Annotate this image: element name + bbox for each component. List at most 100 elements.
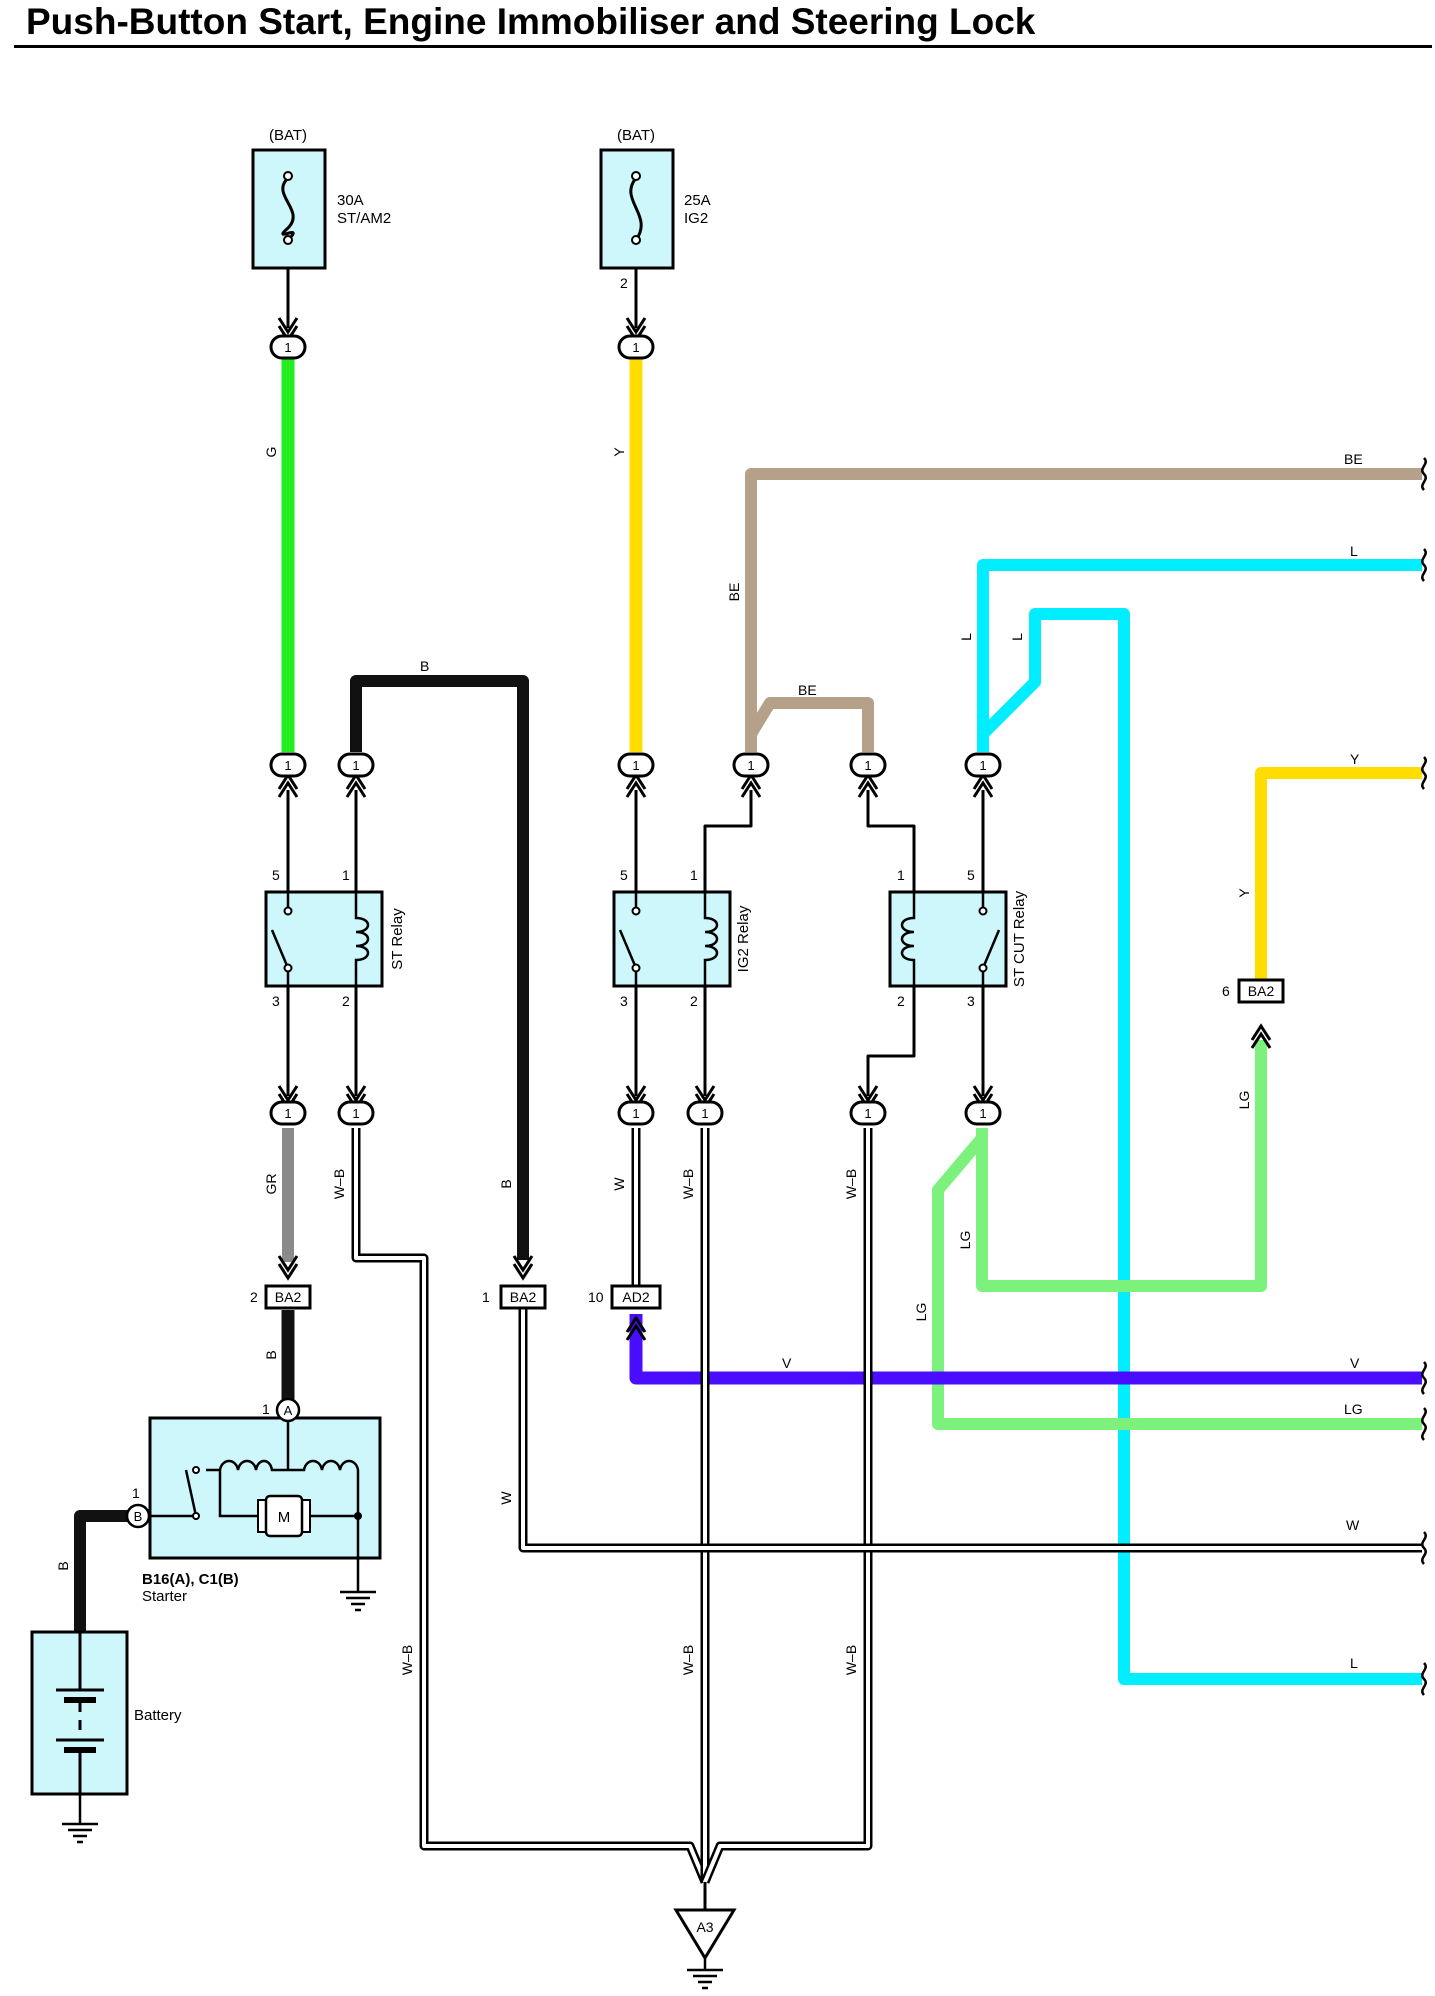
wire-label: LG xyxy=(1236,1091,1252,1110)
wire-end-marks xyxy=(1421,457,1427,1696)
svg-text:3: 3 xyxy=(620,993,628,1009)
junction: 1 xyxy=(269,1100,307,1126)
junction: 1 xyxy=(732,752,770,778)
wire-label: W xyxy=(1346,1517,1360,1533)
wire-label: V xyxy=(782,1355,792,1371)
wire-be-bridge xyxy=(745,697,874,752)
svg-text:BA2: BA2 xyxy=(510,1289,537,1305)
relay-st-cut: 1 5 2 3 ST CUT Relay xyxy=(888,867,1028,1009)
junction: 1 xyxy=(964,752,1002,778)
svg-text:1: 1 xyxy=(284,758,291,773)
battery-label: Battery xyxy=(134,1707,182,1724)
starter-sublabel: Starter xyxy=(142,1588,187,1605)
wire-label: L xyxy=(1009,633,1025,641)
svg-text:1: 1 xyxy=(262,1401,270,1417)
junction: 1 xyxy=(617,752,655,778)
wire-label: LG xyxy=(913,1303,929,1322)
svg-text:1: 1 xyxy=(864,1106,871,1121)
wire-label: L xyxy=(1350,1655,1358,1671)
junction: 1 xyxy=(337,1100,375,1126)
wire-label: W–B xyxy=(399,1645,415,1675)
wire-label: B xyxy=(420,658,429,674)
junction: 1 xyxy=(686,1100,724,1126)
battery: Battery xyxy=(30,1630,182,1844)
wire-label: W–B xyxy=(843,1169,859,1199)
wire-label: W–B xyxy=(331,1169,347,1199)
wire-y-right xyxy=(1255,767,1422,980)
wire-label: W–B xyxy=(680,1169,696,1199)
relay-ig2: 5 1 3 2 IG2 Relay xyxy=(612,867,752,1009)
page-title: Push-Button Start, Engine Immobiliser an… xyxy=(26,1,1036,42)
wire-wb-group xyxy=(351,1128,1422,1884)
svg-text:3: 3 xyxy=(272,993,280,1009)
wire-label: BE xyxy=(726,583,742,602)
wire-be-top xyxy=(745,468,1422,752)
wire-label: W xyxy=(498,1491,514,1505)
svg-text:2: 2 xyxy=(342,993,350,1009)
wire-labels: G Y BE BE BE L L L L Y Y B GR W–B B W W–… xyxy=(55,447,1363,1676)
svg-text:2: 2 xyxy=(250,1289,258,1305)
relay-coil-icon xyxy=(703,892,719,986)
wire-label: W–B xyxy=(680,1645,696,1675)
ground-point-a3: A3 xyxy=(673,1882,737,1990)
wire-label: W–B xyxy=(843,1645,859,1675)
wire-label: LG xyxy=(957,1231,973,1250)
svg-text:1: 1 xyxy=(979,1106,986,1121)
title-underline xyxy=(14,45,1432,48)
wire-label: W xyxy=(611,1177,627,1191)
svg-text:1: 1 xyxy=(632,1106,639,1121)
wire-label: V xyxy=(1350,1355,1360,1371)
relay-coil-icon xyxy=(354,892,370,986)
relay-label: ST Relay xyxy=(389,908,406,970)
wire-l-top xyxy=(977,559,1422,752)
svg-text:1: 1 xyxy=(342,867,350,883)
wire-label: GR xyxy=(263,1174,279,1195)
wire-b-battery xyxy=(74,1510,128,1632)
svg-text:AD2: AD2 xyxy=(622,1289,649,1305)
relay-label: ST CUT Relay xyxy=(1011,890,1028,987)
wire-v xyxy=(629,1314,1422,1385)
wire-lg-loop xyxy=(932,1134,1422,1430)
svg-text:B: B xyxy=(134,1509,143,1524)
wire-label: B xyxy=(263,1350,279,1359)
connector-ba2-right: BA2 6 xyxy=(1222,978,1285,1004)
wire-b-top xyxy=(350,675,529,1260)
junction: 1 xyxy=(269,334,307,360)
fuse-icon xyxy=(629,177,643,241)
junction: 1 xyxy=(269,752,307,778)
wire-lg-right xyxy=(976,1040,1267,1292)
svg-text:1: 1 xyxy=(632,758,639,773)
wire-label: Y xyxy=(1350,751,1360,767)
svg-text:BA2: BA2 xyxy=(275,1289,302,1305)
wire-l-bottom xyxy=(978,608,1422,1685)
svg-text:1: 1 xyxy=(864,758,871,773)
wire-label: B xyxy=(498,1179,514,1188)
fuse-rating: 30A xyxy=(337,192,364,209)
svg-text:1: 1 xyxy=(690,867,698,883)
fuse-pin: 2 xyxy=(620,275,628,291)
svg-text:1: 1 xyxy=(701,1106,708,1121)
relay-st: 5 1 3 2 ST Relay xyxy=(264,867,406,1009)
wire-label: Y xyxy=(1236,888,1252,898)
connector-ba2-left: BA2 2 xyxy=(250,1284,312,1310)
junction: 1 xyxy=(337,752,375,778)
junction: 1 xyxy=(617,1100,655,1126)
svg-text:A: A xyxy=(284,1403,293,1418)
fuse-ig2: (BAT) 25A IG2 2 xyxy=(599,127,711,291)
junctions: 1 1 1 1 1 1 1 1 1 1 1 1 1 1 xyxy=(269,334,1002,1126)
fuse-icon xyxy=(281,176,295,242)
svg-text:1: 1 xyxy=(352,1106,359,1121)
junction: 1 xyxy=(617,334,655,360)
svg-text:5: 5 xyxy=(620,867,628,883)
fuse-name: IG2 xyxy=(684,210,708,227)
connector-ad2: AD2 10 xyxy=(588,1284,662,1310)
svg-text:1: 1 xyxy=(284,340,291,355)
relay-coil-icon xyxy=(900,892,916,986)
wires xyxy=(74,290,1422,1884)
fuse-name: ST/AM2 xyxy=(337,210,391,227)
svg-text:5: 5 xyxy=(272,867,280,883)
fuse-source-label: (BAT) xyxy=(617,127,655,144)
svg-text:10: 10 xyxy=(588,1289,604,1305)
wire-label: BE xyxy=(798,682,817,698)
